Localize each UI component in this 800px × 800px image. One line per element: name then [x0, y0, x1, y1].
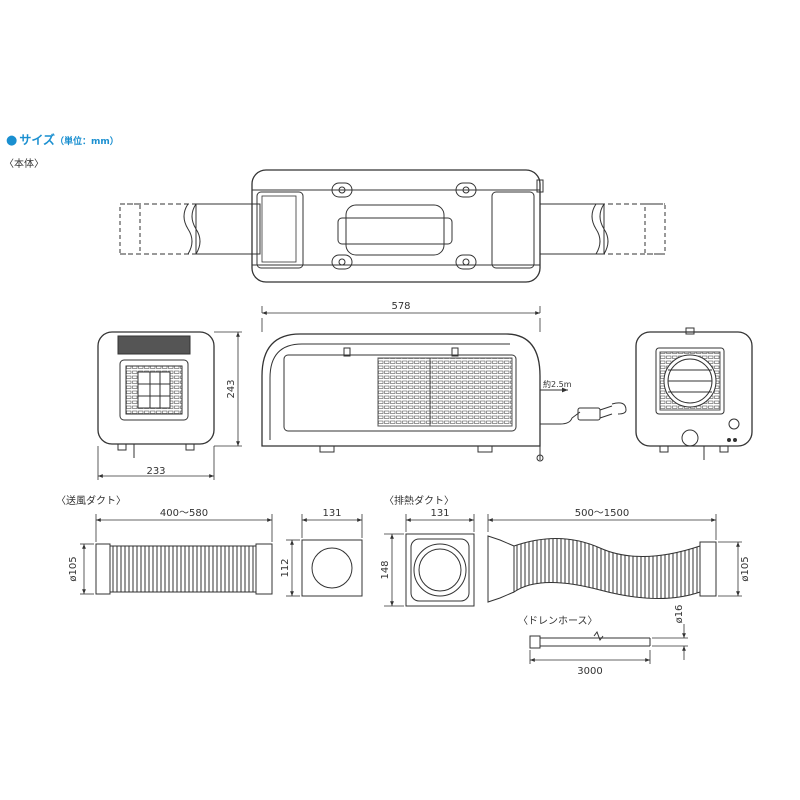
dim-body-height: 243 [226, 379, 237, 398]
dim-body-width: 578 [391, 301, 410, 312]
supply-duct [80, 514, 273, 595]
heading-bullet: ● [6, 133, 18, 148]
heading-unit: （単位：mm） [54, 137, 119, 147]
heading-title: サイズ [19, 133, 55, 147]
front-view [261, 333, 627, 462]
dim-drain-length: 3000 [577, 666, 602, 677]
supply-flange [286, 514, 363, 597]
exhaust-duct [487, 514, 742, 603]
dimension-lines [97, 306, 541, 480]
dim-exhaust-duct-diameter: ø105 [740, 556, 751, 581]
left-side-view [97, 331, 215, 458]
right-side-view [635, 327, 753, 460]
section-label-exhaust-duct: 〈排熱ダクト〉 [384, 496, 454, 507]
section-label-drain-hose: 〈ドレンホース〉 [518, 616, 598, 627]
dim-supply-duct-length: 400～580 [160, 508, 208, 519]
dim-drain-diameter: ø16 [674, 605, 685, 624]
dim-exhaust-flange-width: 131 [430, 508, 449, 519]
caster-marks [331, 182, 477, 270]
dim-supply-duct-diameter: ø105 [68, 556, 79, 581]
dim-exhaust-flange-height: 148 [380, 560, 391, 579]
size-heading: ●サイズ（単位：mm） [6, 131, 119, 148]
dim-body-depth: 233 [146, 466, 165, 477]
section-label-main-body: 〈本体〉 [4, 159, 44, 170]
section-label-supply-duct: 〈送風ダクト〉 [56, 496, 126, 507]
drain-hose [529, 624, 688, 664]
dim-exhaust-duct-length: 500～1500 [575, 508, 630, 519]
exhaust-flange [384, 514, 475, 607]
dim-cord-length: 約2.5m [543, 379, 572, 389]
top-view [119, 169, 666, 283]
dim-supply-flange-width: 131 [322, 508, 341, 519]
dim-supply-flange-height: 112 [280, 558, 291, 577]
